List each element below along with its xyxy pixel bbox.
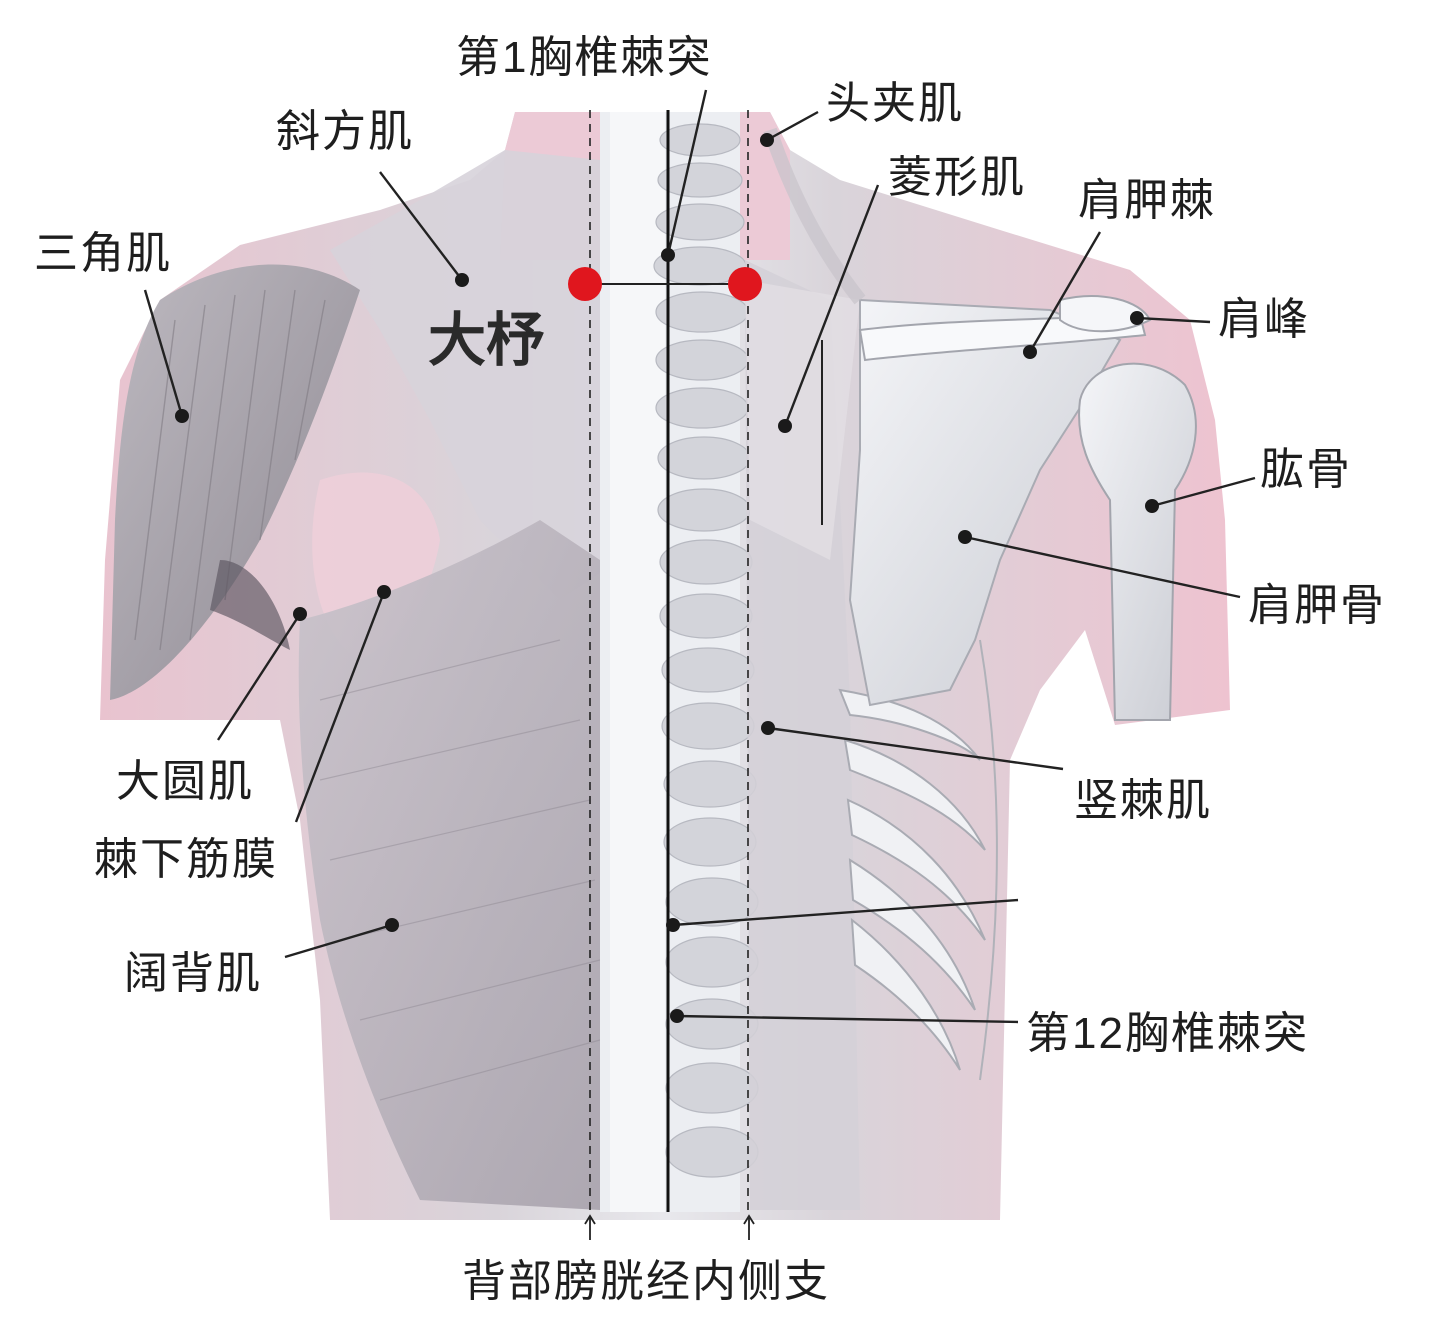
deltoid-muscle — [110, 264, 360, 700]
armpit-shadow — [210, 560, 290, 650]
meridian-arrows — [584, 1214, 755, 1240]
acupoint-left-dot — [568, 267, 602, 301]
rhomboid-muscle — [745, 280, 860, 560]
label-t1-spinous: 第1胸椎棘突 — [456, 33, 712, 82]
ribcage-edge — [979, 639, 998, 1081]
label-trapezius: 斜方肌 — [276, 107, 414, 156]
spine-highlight — [610, 112, 665, 1212]
label-latissimus: 阔背肌 — [124, 949, 262, 998]
acupoint-name: 大杼 — [428, 306, 544, 374]
splenius-muscle — [763, 127, 866, 305]
label-humerus: 肱骨 — [1260, 445, 1352, 494]
label-scapula: 肩胛骨 — [1248, 581, 1386, 630]
label-acromion: 肩峰 — [1218, 295, 1310, 344]
label-erector-spinae: 竖棘肌 — [1074, 776, 1212, 825]
vertebrae — [653, 123, 759, 1178]
label-splenius: 头夹肌 — [826, 79, 964, 128]
label-teres-major: 大圆肌 — [116, 757, 254, 806]
label-t12-spinous: 第12胸椎棘突 — [1026, 1009, 1309, 1058]
ribs — [838, 688, 986, 1071]
trapezius-muscle — [330, 150, 620, 600]
label-bladder-meridian: 背部膀胱经内侧支 — [462, 1257, 830, 1306]
acupoint-right-dot — [728, 267, 762, 301]
label-deltoid: 三角肌 — [34, 229, 172, 278]
latissimus-striations — [319, 639, 601, 1101]
acromion-bone — [1059, 295, 1152, 333]
label-rhomboid: 菱形肌 — [888, 153, 1026, 202]
latissimus-muscle — [298, 520, 600, 1210]
leader-lines — [143, 89, 1256, 1024]
humerus-bone — [1078, 362, 1197, 721]
label-infraspinous-fascia: 棘下筋膜 — [94, 835, 278, 884]
label-scapular-spine: 肩胛棘 — [1078, 176, 1216, 225]
